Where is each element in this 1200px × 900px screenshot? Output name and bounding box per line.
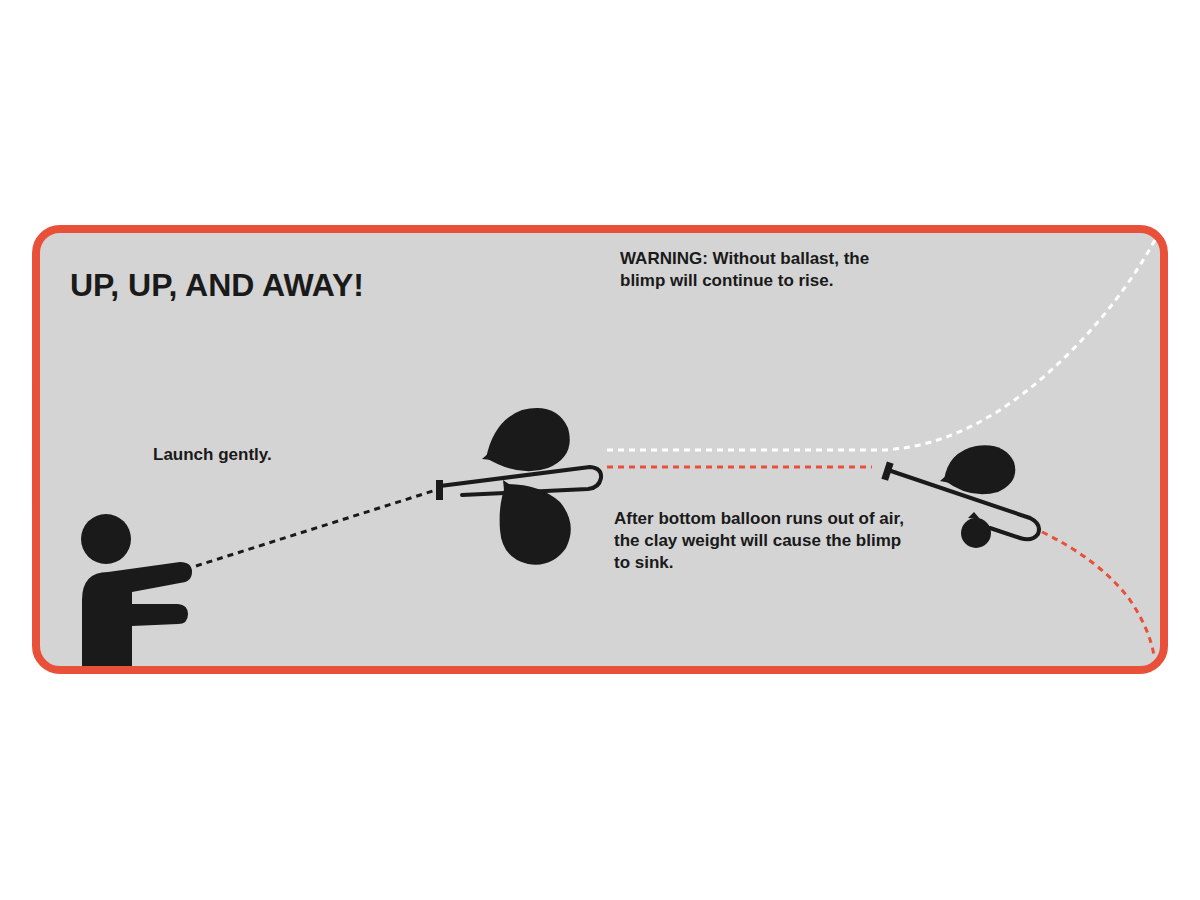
person-figure	[81, 514, 192, 666]
warning-note: WARNING: Without ballast, the blimp will…	[620, 248, 882, 292]
label-wrap: Launch gently.	[153, 444, 373, 466]
launch-path	[196, 490, 436, 566]
blimp-full	[436, 408, 601, 565]
panel	[36, 229, 1164, 670]
sink-note: After bottom balloon runs out of air, th…	[614, 508, 906, 574]
label-wrap: WARNING: Without ballast, the blimp will…	[620, 248, 882, 292]
title: UP, UP, AND AWAY!	[70, 266, 364, 304]
rise-path	[607, 240, 1155, 450]
sink-path	[1042, 532, 1154, 656]
flight-path	[607, 466, 872, 469]
instruction-note: Launch gently.	[153, 444, 373, 466]
label-wrap: After bottom balloon runs out of air, th…	[614, 508, 906, 574]
blimp-deflated	[881, 445, 1039, 548]
title-wrap: UP, UP, AND AWAY!	[70, 266, 364, 304]
